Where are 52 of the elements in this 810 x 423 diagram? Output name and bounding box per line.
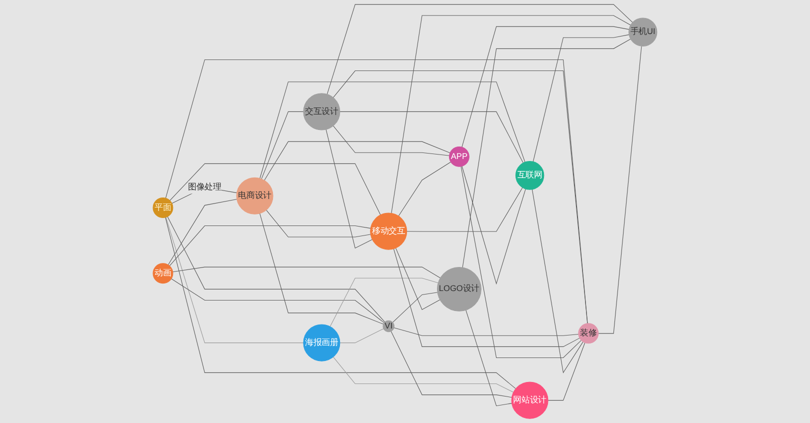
connector [532,189,584,374]
node-circle: 移动交互 [370,212,408,250]
node-circle: 电商设计 [236,177,274,214]
connector [462,26,630,148]
connector [392,292,438,323]
node-circle: 网站设计 [511,382,548,419]
connector [340,111,524,164]
edge-label: 图像处理 [188,182,222,192]
connector [260,82,526,179]
connector [398,162,452,216]
node-circle: 装修 [578,323,599,344]
node-circle: 动画 [152,263,174,284]
connector [171,278,384,324]
connector [462,38,631,268]
connector [332,126,450,156]
connector [391,15,631,214]
connector [532,34,630,162]
connector [462,166,526,285]
connector [266,210,371,238]
connector [393,248,580,347]
connector [261,111,304,180]
node-circle: 海报画册 [303,324,340,362]
connector [390,330,512,398]
connector [264,141,450,181]
connector [165,217,516,389]
connector [165,59,588,324]
connector [326,129,373,248]
connector [332,70,588,324]
connector [167,216,386,322]
connector [172,266,441,278]
connector [166,217,304,344]
connector [332,356,514,392]
connector [466,310,512,406]
node-circle: LOGO设计 [436,266,482,312]
node-circle: VI [382,320,394,332]
connector [395,248,440,310]
node-circle: 交互设计 [303,93,340,130]
connector [260,213,384,324]
node-circle: 互联网 [515,161,544,190]
connector [326,4,633,95]
connector [330,278,438,327]
node-circle: 平面 [152,198,174,218]
connector [548,342,586,401]
connector [168,198,238,266]
connector [169,225,371,266]
connector [460,166,582,358]
connector [394,327,579,336]
node-circle: APP [448,146,470,167]
connector [598,46,642,334]
connector [340,328,384,344]
node-circle: 手机UI [628,18,658,46]
connector [406,187,523,232]
